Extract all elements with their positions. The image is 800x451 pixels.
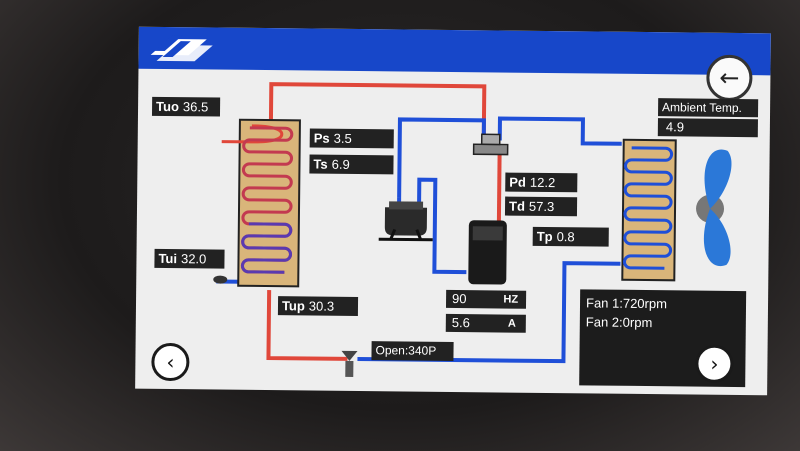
- ambient-temp-title: Ambient Temp.: [658, 98, 759, 118]
- current-value: 5.6: [451, 314, 470, 331]
- frequency-value: 90: [452, 290, 467, 307]
- header-bar: [138, 26, 771, 76]
- evaporator-coil: [621, 138, 677, 282]
- compressor-frequency: 90 HZ: [445, 289, 527, 309]
- hmi-screen: ←: [135, 26, 771, 396]
- tuo-value: 36.5: [182, 99, 209, 115]
- refrigerant-circuit-diagram: [213, 82, 732, 377]
- td-key: Td: [508, 198, 526, 214]
- pd-value: 12.2: [529, 174, 556, 191]
- current-unit: A: [507, 317, 516, 330]
- tup-key: Tup: [281, 298, 305, 314]
- fan-icon: [696, 149, 732, 267]
- hot-pipes: [266, 82, 502, 361]
- expansion-valve-icon: [341, 350, 358, 377]
- chevron-right-icon: ›: [710, 351, 719, 376]
- sensor-bulb-icon: [213, 275, 228, 284]
- fan2-speed: Fan 2:0rpm: [585, 314, 653, 331]
- ts-key: Ts: [313, 156, 328, 172]
- tup-value: 30.3: [308, 298, 335, 314]
- chevron-left-icon: ‹: [166, 350, 175, 375]
- condenser-coil: [221, 118, 301, 288]
- compressor-current: 5.6 A: [445, 313, 526, 333]
- four-way-valve-icon: [472, 133, 509, 156]
- ts-value: 6.9: [331, 156, 350, 172]
- prev-page-button[interactable]: ‹: [151, 342, 190, 382]
- tp-key: Tp: [536, 228, 553, 245]
- accumulator-icon: [378, 201, 433, 242]
- tuo-key: Tuo: [156, 98, 180, 115]
- compressor-icon: [468, 220, 507, 285]
- td-value: 57.3: [528, 198, 555, 215]
- frequency-unit: HZ: [503, 293, 519, 306]
- waves-logo-icon: [150, 35, 213, 62]
- fan1-speed: Fan 1:720rpm: [585, 295, 668, 312]
- tui-key: Tui: [158, 250, 178, 267]
- tui-value: 32.0: [180, 251, 207, 267]
- valve-opening-label: Open:340P: [371, 341, 454, 362]
- tp-value: 0.8: [556, 229, 575, 245]
- ps-key: Ps: [313, 130, 330, 146]
- next-page-button[interactable]: ›: [695, 344, 734, 383]
- ambient-temp-value: 4.9: [657, 118, 758, 138]
- ps-value: 3.5: [333, 130, 352, 146]
- pd-key: Pd: [509, 174, 527, 190]
